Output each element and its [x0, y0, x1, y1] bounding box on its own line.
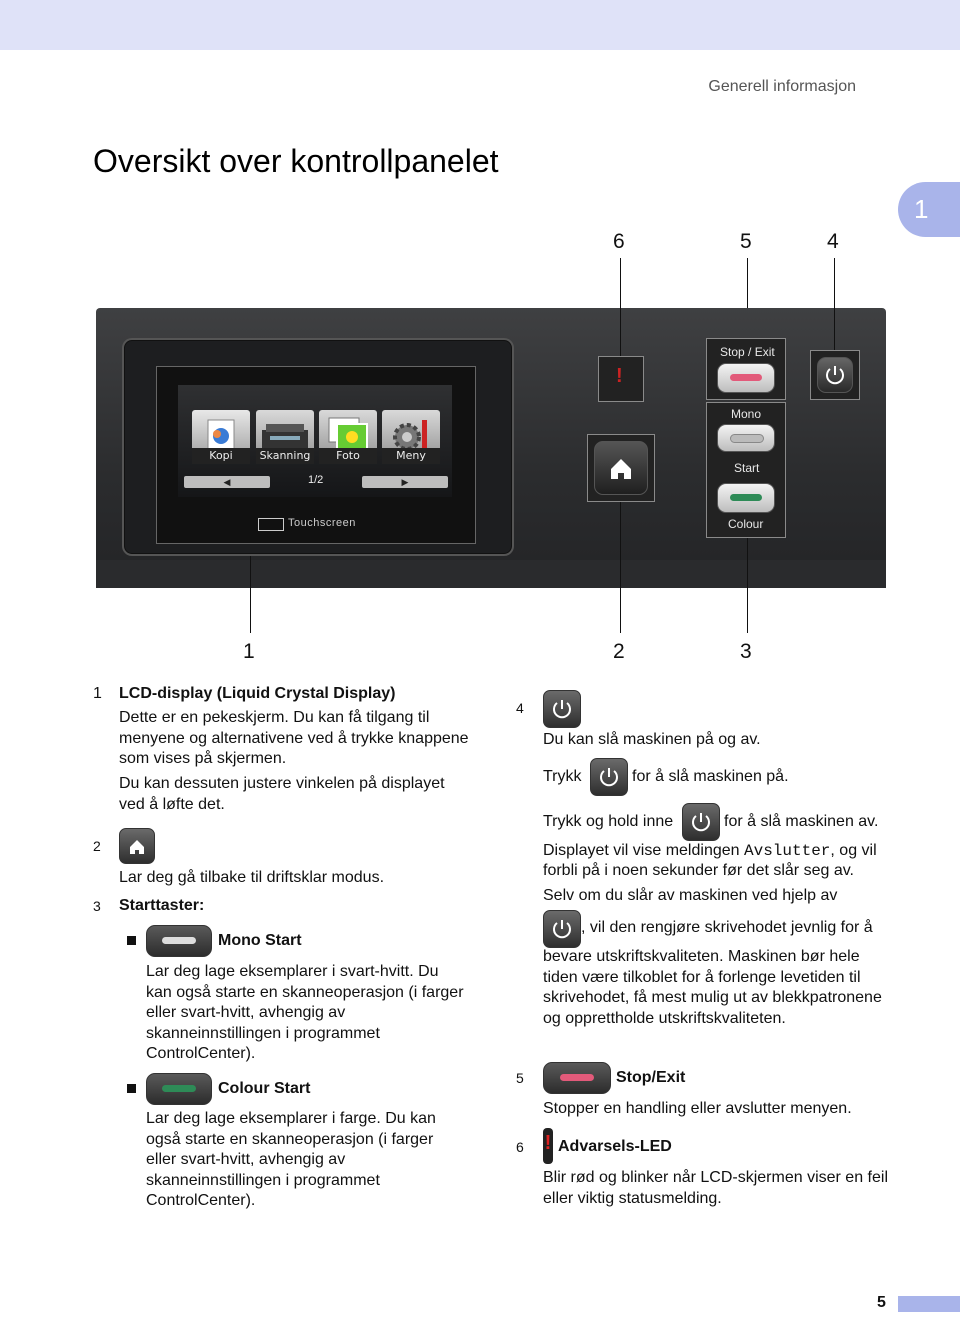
- item-4-rest: bevare utskriftskvaliteten. Maskinen bør…: [543, 948, 882, 1027]
- item-1-paragraph-1: Dette er en pekeskjerm. Du kan få tilgan…: [119, 709, 469, 767]
- stop-exit-frame: Stop / Exit: [706, 338, 786, 400]
- power-icon: [600, 768, 618, 787]
- tile-label-skanning: Skanning: [256, 448, 314, 464]
- mono-start-button[interactable]: [717, 424, 775, 452]
- tile-label-foto: Foto: [319, 448, 377, 464]
- stop-exit-label: Stop / Exit: [720, 345, 775, 359]
- bullet-mono: [127, 936, 136, 945]
- colour-start-button[interactable]: [717, 483, 775, 513]
- mono-start-title: Mono Start: [218, 932, 302, 949]
- colour-start-title: Colour Start: [218, 1080, 311, 1097]
- power-icon: [553, 920, 571, 939]
- item-1-paragraph-2: Du kan dessuten justere vinkelen på disp…: [119, 775, 445, 813]
- item-1-number: 1: [93, 685, 102, 702]
- home-icon: [611, 459, 631, 479]
- leader-line-3: [747, 535, 748, 633]
- callout-6: 6: [613, 230, 625, 253]
- warning-led-icon-inline: !: [543, 1128, 553, 1164]
- stop-exit-button[interactable]: [717, 363, 775, 393]
- callout-5: 5: [740, 230, 752, 253]
- power-button-inline: [543, 690, 581, 728]
- start-keys-frame: Mono Start Colour: [706, 402, 786, 538]
- item-4-trykk: Trykk: [543, 768, 582, 785]
- power-button-frame: [810, 350, 860, 400]
- mono-start-button-inline: [146, 925, 212, 957]
- item-4-number: 4: [516, 700, 524, 716]
- colour-label: Colour: [728, 517, 764, 531]
- item-6-title: Advarsels-LED: [558, 1138, 672, 1155]
- item-6-text: Blir rød og blinker når LCD-skjermen vis…: [543, 1169, 888, 1207]
- item-2-number: 2: [93, 838, 101, 854]
- footer-bar: [898, 1296, 960, 1312]
- item-3-number: 3: [93, 898, 101, 914]
- item-5-text: Stopper en handling eller avslutter meny…: [543, 1100, 852, 1117]
- power-icon: [826, 366, 844, 385]
- callout-1: 1: [243, 640, 255, 663]
- colour-start-text: Lar deg lage eksemplarer i farge. Du kan…: [146, 1110, 436, 1209]
- top-band: [0, 0, 960, 50]
- power-icon: [692, 813, 710, 832]
- power-icon: [553, 700, 571, 719]
- stop-exit-button-inline: [543, 1062, 611, 1094]
- item-4-hold-after: for å slå maskinen av.: [724, 813, 879, 830]
- page-title: Oversikt over kontrollpanelet: [93, 143, 499, 179]
- item-5-number: 5: [516, 1070, 524, 1086]
- item-4-display-a: Displayet vil vise meldingen: [543, 842, 740, 859]
- home-button-frame: [587, 434, 655, 502]
- bullet-colour: [127, 1084, 136, 1093]
- warning-led-frame: !: [598, 356, 644, 402]
- item-3-title: Starttaster:: [119, 897, 205, 914]
- power-button-inline-2: [590, 758, 628, 796]
- item-4-display-c: forbli på i noen sekunder før det slår s…: [543, 862, 854, 879]
- screen-prev-button[interactable]: ◀: [184, 476, 270, 488]
- colour-start-button-inline: [146, 1073, 212, 1105]
- running-header: Generell informasjon: [708, 78, 856, 95]
- chapter-tab: 1: [898, 182, 960, 237]
- avslutter-message: Avslutter: [743, 842, 831, 860]
- home-button-inline: [119, 828, 155, 864]
- mono-label: Mono: [731, 407, 762, 421]
- power-button[interactable]: [817, 357, 853, 393]
- item-1-title: LCD-display (Liquid Crystal Display): [119, 685, 396, 702]
- start-label: Start: [734, 461, 760, 475]
- tile-label-meny: Meny: [382, 448, 440, 464]
- leader-line-6: [620, 258, 621, 362]
- panel-lower-edge: [96, 560, 886, 588]
- item-6-number: 6: [516, 1139, 524, 1155]
- chapter-number: 1: [914, 194, 929, 224]
- callout-2: 2: [613, 640, 625, 663]
- leader-line-5: [747, 258, 748, 308]
- item-4-after-icon: , vil den rengjøre skrivehodet jevnlig f…: [581, 919, 873, 936]
- power-button-inline-4: [543, 910, 581, 948]
- touchscreen-label: Touchscreen: [288, 517, 356, 529]
- leader-line-1: [250, 545, 251, 633]
- mono-start-text: Lar deg lage eksemplarer i svart-hvitt. …: [146, 963, 464, 1062]
- tile-label-kopi: Kopi: [192, 448, 250, 464]
- item-2-text: Lar deg gå tilbake til driftsklar modus.: [119, 869, 385, 886]
- item-4-display-line: Displayet vil vise meldingen Avslutter, …: [543, 841, 893, 862]
- item-5-title: Stop/Exit: [616, 1069, 686, 1086]
- callout-4: 4: [827, 230, 839, 253]
- callout-3: 3: [740, 640, 752, 663]
- leader-line-2: [620, 500, 621, 633]
- item-4-display-b: , og vil: [830, 842, 877, 859]
- screen-next-button[interactable]: ▶: [362, 476, 448, 488]
- warning-led-icon: !: [616, 365, 623, 387]
- home-icon: [130, 840, 144, 854]
- item-4-selv: Selv om du slår av maskinen ved hjelp av: [543, 887, 838, 904]
- item-4-hold: Trykk og hold inne: [543, 813, 674, 830]
- item-4-text-1: Du kan slå maskinen på og av.: [543, 731, 761, 748]
- screen-page-indicator: 1/2: [308, 474, 324, 486]
- item-4-trykk-after: for å slå maskinen på.: [632, 768, 789, 785]
- touchscreen-logo-icon: [258, 518, 284, 531]
- leader-line-4: [834, 258, 835, 352]
- home-button[interactable]: [594, 441, 648, 495]
- page-number: 5: [877, 1294, 886, 1311]
- power-button-inline-3: [682, 803, 720, 841]
